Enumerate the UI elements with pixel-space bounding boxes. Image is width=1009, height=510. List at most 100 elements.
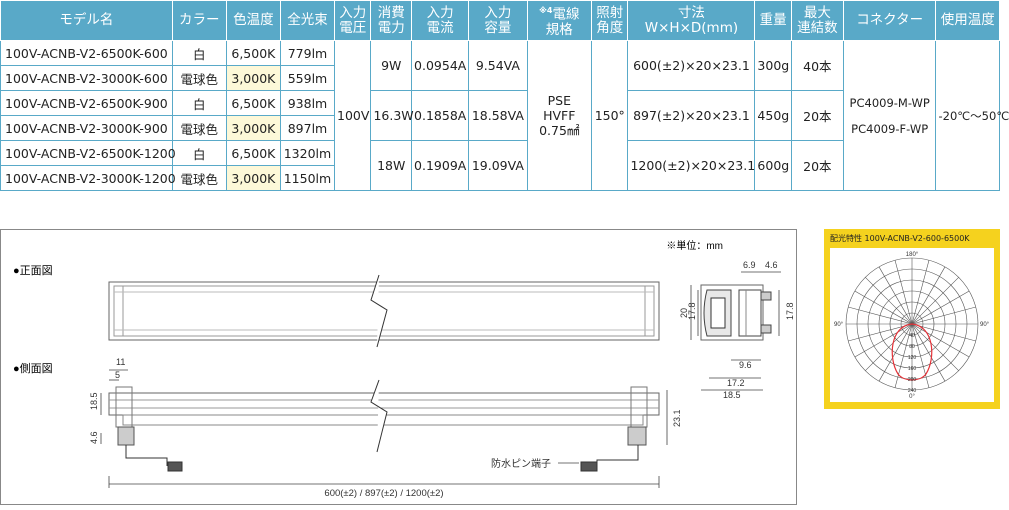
header-connector: コネクター — [842, 0, 937, 41]
cell-max-link: 40本 — [790, 40, 844, 91]
drawing-svg: ※単位：mm ●正面図 ●側面図 — [13, 239, 795, 499]
cell-model: 100V-ACNB-V2-6500K-1200 — [0, 140, 176, 166]
side-view-label: ●側面図 — [13, 362, 53, 375]
cell-max-link: 20本 — [790, 90, 844, 141]
header-capacity: 入力容量 — [468, 0, 528, 41]
cell-capacity: 19.09VA — [468, 140, 528, 191]
cell-model: 100V-ACNB-V2-3000K-1200 — [0, 165, 176, 191]
side-view — [108, 386, 660, 472]
cross-dimension-lines — [690, 271, 781, 391]
cross-section — [700, 284, 772, 341]
side-dimension-lines — [100, 369, 668, 488]
front-break-mark — [370, 274, 388, 348]
angle-label-right: 90° — [980, 322, 990, 328]
dim-cross-height-outer: 20 — [679, 308, 689, 318]
cell-color-temp: 6,500K — [225, 90, 281, 116]
cell-capacity: 18.58VA — [468, 90, 528, 141]
header-color-temp: 色温度 — [225, 0, 281, 41]
scale-labels: 40 80 120 160 200 240 — [908, 333, 917, 394]
cell-dimensions: 897(±2)×20×23.1 — [627, 90, 756, 141]
header-current: 入力電流 — [411, 0, 470, 41]
cell-power: 18W — [370, 140, 413, 191]
cell-dimensions: 600(±2)×20×23.1 — [627, 40, 756, 91]
cell-color: 白 — [171, 140, 227, 166]
scale-label: 40 — [909, 333, 915, 339]
unit-note: ※単位：mm — [666, 239, 723, 252]
scale-label: 120 — [908, 355, 917, 361]
light-distribution-curve — [891, 323, 933, 381]
dim-cross-bottom-b: 17.2 — [727, 378, 745, 388]
polar-chart: 180° 90° 90° 0° 40 80 120 160 200 240 — [834, 252, 990, 400]
cell-power: 9W — [370, 40, 413, 91]
cell-current: 0.1858A — [411, 90, 470, 141]
cell-flux: 559lm — [279, 65, 336, 91]
cell-model: 100V-ACNB-V2-6500K-600 — [0, 40, 173, 66]
spec-table: モデル名 カラー 色温度 全光束 入力電圧 消費電力 入力電流 入力容量 ※4電… — [0, 0, 1009, 191]
cell-flux: 1320lm — [279, 140, 336, 166]
cell-color: 電球色 — [171, 115, 227, 141]
front-view — [108, 281, 660, 341]
cell-dimensions: 1200(±2)×20×23.1 — [627, 140, 756, 191]
table-row: 100V-ACNB-V2-3000K-900 電球色 3,000K 897lm — [0, 115, 1000, 141]
dim-side-d: 4.6 — [89, 431, 99, 444]
dim-cross-top-b: 4.6 — [765, 260, 778, 270]
dim-cross-top-a: 6.9 — [743, 260, 756, 270]
cell-weight: 300g — [754, 40, 792, 91]
front-view-label: ●正面図 — [13, 264, 53, 277]
header-angle: 照射角度 — [591, 0, 629, 41]
cell-model: 100V-ACNB-V2-3000K-600 — [0, 65, 173, 91]
cell-weight: 450g — [754, 90, 792, 141]
technical-drawing: ※単位：mm ●正面図 ●側面図 — [0, 229, 797, 505]
polar-chart-area: 180° 90° 90° 0° 40 80 120 160 200 240 — [830, 248, 994, 402]
cell-model: 100V-ACNB-V2-6500K-900 — [0, 90, 173, 116]
scale-label: 160 — [908, 366, 917, 372]
cell-flux: 897lm — [279, 115, 336, 141]
table-row: 100V-ACNB-V2-3000K-1200 電球色 3,000K 1150l… — [0, 165, 1000, 191]
cell-color: 電球色 — [171, 165, 227, 191]
side-break-mark — [370, 379, 388, 453]
cell-color-temp: 6,500K — [225, 40, 281, 66]
cell-current: 0.0954A — [411, 40, 470, 91]
dim-cross-bottom-a: 9.6 — [739, 360, 752, 370]
header-wire: ※4電線規格 — [526, 0, 593, 41]
angle-label-top: 180° — [906, 252, 919, 258]
cell-max-link: 20本 — [790, 140, 844, 191]
cell-capacity: 9.54VA — [468, 40, 528, 91]
cell-color: 白 — [171, 40, 227, 66]
dim-cross-height-inner: 17.8 — [687, 302, 697, 320]
cell-color-temp: 3,000K — [225, 115, 281, 141]
cell-color: 電球色 — [171, 65, 227, 91]
table-row: 100V-ACNB-V2-6500K-1200 白 6,500K 1320lm … — [0, 140, 1000, 191]
header-weight: 重量 — [754, 0, 792, 41]
cell-current: 0.1909A — [411, 140, 470, 191]
scale-label: 200 — [908, 377, 917, 383]
header-power: 消費電力 — [370, 0, 413, 41]
wire-note-mark: ※4 — [539, 6, 553, 16]
dim-cross-height-right: 17.8 — [785, 302, 795, 320]
header-voltage: 入力電圧 — [334, 0, 372, 41]
cell-power: 16.3W — [370, 90, 414, 141]
dim-side-e: 23.1 — [672, 409, 682, 427]
header-row: モデル名 カラー 色温度 全光束 入力電圧 消費電力 入力電流 入力容量 ※4電… — [0, 0, 1000, 41]
dim-side-c: 18.5 — [89, 392, 99, 410]
cell-angle: 150° — [591, 40, 629, 191]
scale-label: 80 — [909, 344, 915, 350]
table-row: 100V-ACNB-V2-6500K-600 白 6,500K 779lm 10… — [0, 40, 1009, 191]
cell-flux: 1150lm — [279, 165, 336, 191]
cell-color-temp: 3,000K — [225, 65, 281, 91]
cell-color-temp: 3,000K — [225, 165, 281, 191]
cell-color-temp: 6,500K — [225, 140, 281, 166]
dim-cross-bottom-c: 18.5 — [723, 390, 741, 400]
angle-label-bottom: 0° — [909, 394, 915, 400]
cell-model: 100V-ACNB-V2-3000K-900 — [0, 115, 173, 141]
light-distribution-title: 配光特性 100V-ACNB-V2-600-6500K — [830, 234, 970, 243]
cell-flux: 938lm — [279, 90, 336, 116]
table-row: 100V-ACNB-V2-6500K-900 白 6,500K 938lm 16… — [0, 90, 1000, 141]
length-label: 600(±2) / 897(±2) / 1200(±2) — [324, 488, 443, 499]
angle-label-left: 90° — [834, 322, 844, 328]
header-temp-range: 使用温度 — [935, 0, 1000, 41]
header-max-link: 最大連結数 — [790, 0, 844, 41]
